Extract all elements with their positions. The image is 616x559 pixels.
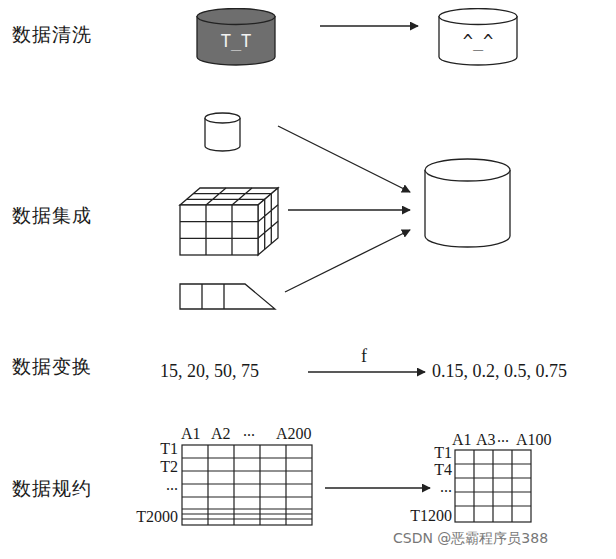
row-name: T2	[160, 458, 178, 476]
column-name: A200	[276, 425, 312, 443]
row-title: 数据集成	[12, 205, 92, 226]
row-name: T1	[160, 440, 178, 458]
row-title: 数据清洗	[12, 24, 92, 45]
cylinder-text: T_T	[188, 32, 284, 51]
row-name: T1200	[410, 507, 452, 525]
column-name: A1	[181, 425, 201, 443]
function-label: f	[361, 347, 367, 367]
row-name: T1	[434, 444, 452, 462]
column-name: A1	[452, 431, 472, 449]
column-name: ...	[243, 422, 255, 440]
database-cylinder: T_T	[188, 8, 284, 66]
value-list: 15, 20, 50, 75	[160, 362, 259, 382]
row-name: T2000	[136, 508, 178, 526]
value-list: 0.15, 0.2, 0.5, 0.75	[432, 362, 567, 382]
column-name: ...	[497, 428, 509, 446]
row-name: ...	[166, 476, 178, 494]
column-name: A2	[211, 425, 231, 443]
watermark: CSDN @恶霸程序员388	[393, 531, 548, 546]
flow-arrow	[320, 25, 418, 26]
column-name: A100	[516, 431, 552, 449]
database-cylinder: ^_^	[430, 8, 526, 66]
row-name: T4	[434, 461, 452, 479]
row-title: 数据规约	[12, 478, 92, 499]
row-name: ...	[440, 478, 452, 496]
column-name: A3	[476, 431, 496, 449]
row-title: 数据变换	[12, 356, 92, 377]
cylinder-text: ^_^	[430, 32, 526, 51]
